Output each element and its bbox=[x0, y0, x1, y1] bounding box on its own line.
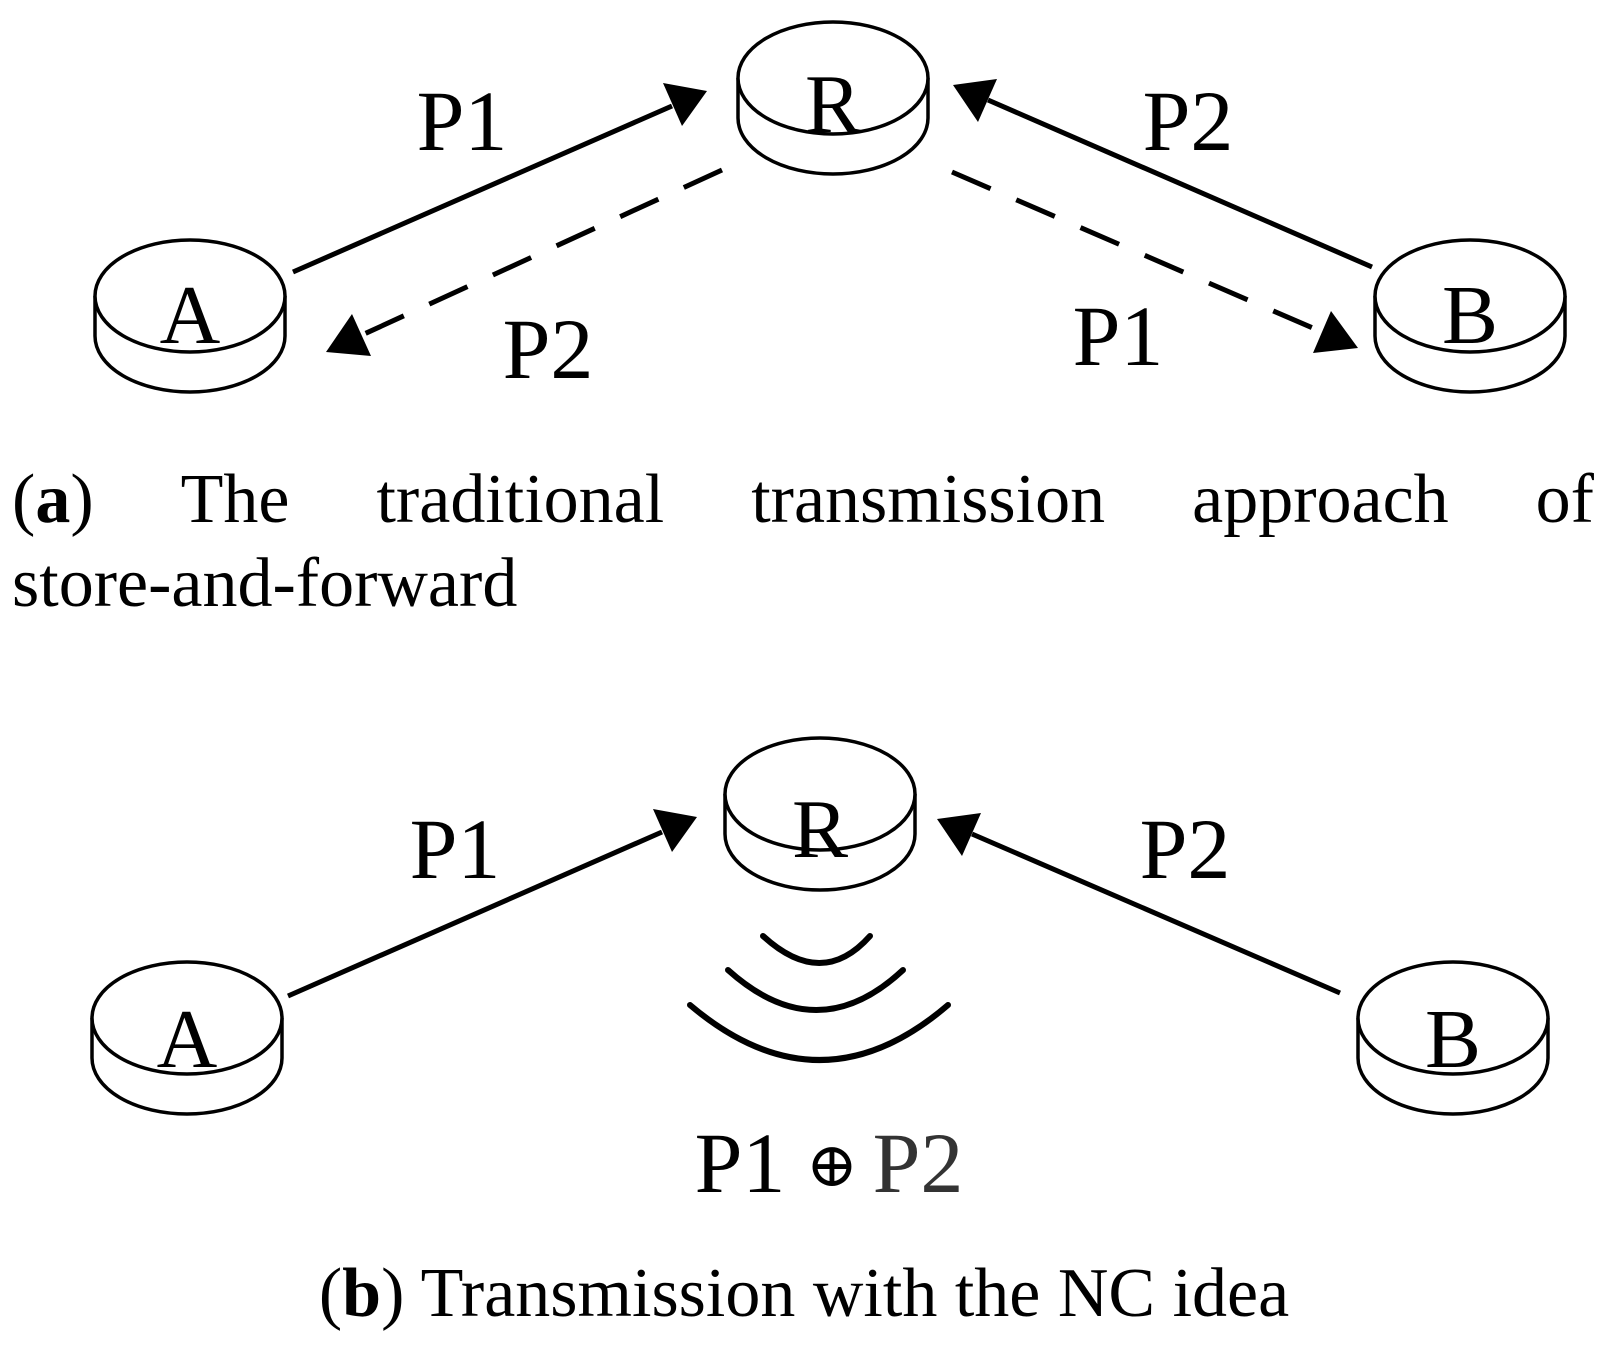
caption-a: (a) The traditional transmission approac… bbox=[12, 458, 1594, 626]
edge-label-b-to-r: P2 bbox=[1140, 801, 1231, 897]
node-a-label: A bbox=[160, 269, 221, 362]
node-r-a: R bbox=[736, 20, 930, 176]
node-r-b: R bbox=[723, 736, 917, 892]
arrow-b-to-r bbox=[937, 813, 1341, 996]
node-a-label: A bbox=[157, 993, 218, 1086]
arrow-r-to-b bbox=[951, 169, 1358, 353]
node-a-a: A bbox=[93, 238, 287, 394]
wave-inner bbox=[760, 933, 873, 966]
edge-label-r-to-b: P1 bbox=[1073, 288, 1164, 384]
node-r-label: R bbox=[792, 783, 848, 876]
panel-a: R A B bbox=[93, 20, 1567, 397]
xor-operator: ⊕ bbox=[806, 1132, 858, 1200]
node-b-b: B bbox=[1356, 960, 1550, 1116]
node-b-a: B bbox=[1373, 238, 1567, 394]
edge-label-r-to-a: P2 bbox=[503, 301, 594, 397]
node-r-label: R bbox=[805, 58, 861, 151]
node-a-b: A bbox=[90, 960, 284, 1116]
caption-b-tag: (b) bbox=[318, 1255, 405, 1332]
caption-a-word: of bbox=[1535, 461, 1594, 538]
coded-label-right: P2 bbox=[873, 1115, 964, 1211]
wave-middle bbox=[725, 967, 906, 1013]
arrow-b-to-r bbox=[953, 79, 1373, 270]
edge-label-a-to-r: P1 bbox=[417, 73, 508, 169]
caption-b-text: Transmission with the NC idea bbox=[420, 1255, 1290, 1332]
caption-a-line2: store-and-forward bbox=[12, 545, 518, 622]
coded-label-left: P1 bbox=[695, 1115, 786, 1211]
caption-a-word: approach bbox=[1192, 461, 1449, 538]
caption-a-line1: (a) The traditional transmission approac… bbox=[12, 458, 1594, 542]
caption-a-tag: (a) bbox=[12, 461, 94, 538]
caption-a-word: The bbox=[180, 461, 290, 538]
panel-b: R A B P1 P2 bbox=[90, 736, 1550, 1211]
edge-label-a-to-r: P1 bbox=[410, 801, 501, 897]
caption-b: (b) Transmission with the NC idea bbox=[0, 1252, 1608, 1336]
node-b-label: B bbox=[1442, 269, 1498, 362]
caption-a-word: traditional bbox=[376, 461, 665, 538]
arrow-r-to-a bbox=[326, 167, 724, 356]
wave-outer bbox=[687, 1002, 951, 1063]
coded-packet-label: P1 ⊕ P2 bbox=[695, 1115, 964, 1211]
edge-label-b-to-r: P2 bbox=[1143, 73, 1234, 169]
arrow-a-to-r bbox=[286, 809, 697, 999]
arrow-a-to-r bbox=[291, 83, 707, 275]
node-b-label: B bbox=[1425, 993, 1481, 1086]
caption-a-word: transmission bbox=[751, 461, 1106, 538]
broadcast-waves bbox=[687, 933, 951, 1063]
